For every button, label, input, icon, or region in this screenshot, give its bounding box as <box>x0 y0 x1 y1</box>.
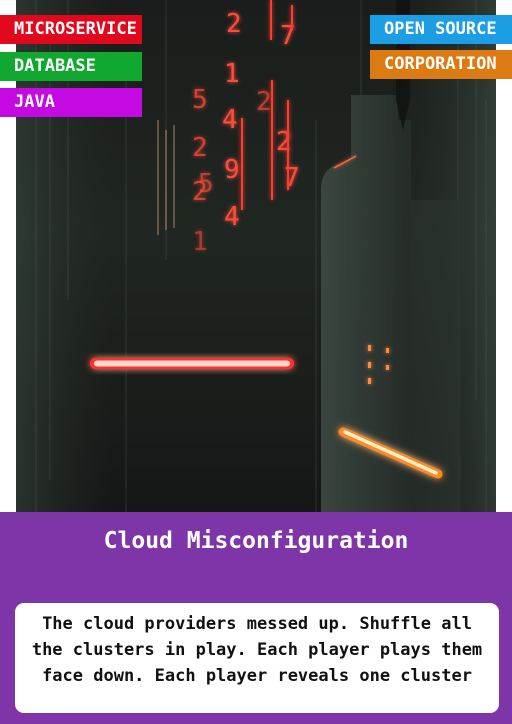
tag-microservice: MICROSERVICE <box>0 15 142 44</box>
glyph-bars <box>241 0 293 210</box>
glyph: 2 <box>256 87 272 117</box>
tower-window-lights <box>368 345 389 384</box>
glyph: 2 <box>192 133 208 163</box>
glyph: 9 <box>224 155 240 185</box>
tower-silhouette <box>321 95 411 512</box>
glyph: 1 <box>224 59 240 89</box>
glyph: 5 <box>198 169 214 199</box>
glyph: 2 <box>192 177 208 207</box>
neon-light-bar <box>90 358 294 369</box>
tower-edge-glow <box>333 155 357 169</box>
card-artwork: 2 1 4 9 4 5 7 2 2 1 2 2 5 7 <box>16 0 496 512</box>
glyph: 2 <box>276 127 292 157</box>
tag-corporation: CORPORATION <box>370 50 512 79</box>
glyph: 7 <box>284 163 300 193</box>
card-description-box: The cloud providers messed up. Shuffle a… <box>15 603 499 713</box>
tag-java: JAVA <box>0 88 142 117</box>
glyph-columns: 2 1 4 9 4 5 7 2 2 1 2 2 5 7 <box>192 9 300 257</box>
tower-right-block <box>411 200 461 512</box>
tag-database: DATABASE <box>0 52 142 81</box>
card-description: The cloud providers messed up. Shuffle a… <box>31 614 483 686</box>
glyph: 1 <box>192 227 208 257</box>
glyph: 5 <box>192 85 208 115</box>
glyph: 4 <box>224 202 240 232</box>
tag-open-source: OPEN SOURCE <box>370 15 512 44</box>
card-title: Cloud Misconfiguration <box>103 528 409 554</box>
neon-diagonal-bar <box>338 427 443 479</box>
glyph: 7 <box>280 21 296 51</box>
glyph: 4 <box>222 105 238 135</box>
faint-glyph-bars <box>157 120 175 235</box>
glyph: 2 <box>226 9 242 39</box>
